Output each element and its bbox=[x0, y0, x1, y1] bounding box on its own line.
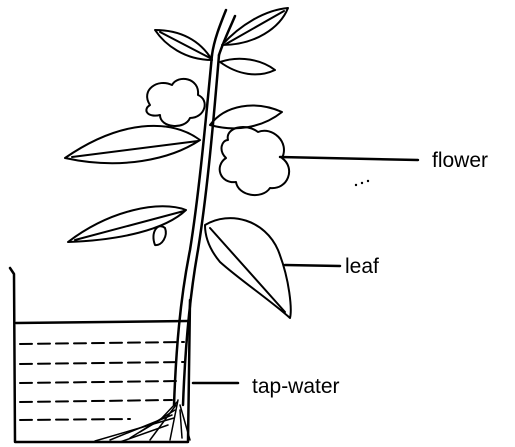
stem-left-edge bbox=[174, 55, 212, 405]
label-leaf: leaf bbox=[345, 256, 379, 277]
label-flower: flower bbox=[432, 150, 488, 171]
leaf-leader-line bbox=[285, 265, 340, 266]
water-surface bbox=[16, 321, 188, 323]
stem-top bbox=[212, 10, 235, 55]
leaf-lower-left bbox=[68, 206, 186, 242]
label-tap-water: tap-water bbox=[252, 376, 340, 397]
leaf-mid-left bbox=[65, 126, 200, 163]
leaf-top-left bbox=[155, 30, 212, 60]
leaf-right-large bbox=[205, 218, 291, 318]
water-dash-lines bbox=[20, 342, 184, 420]
flowers bbox=[146, 79, 289, 195]
leaf-bud bbox=[153, 226, 165, 245]
flower-right bbox=[220, 127, 289, 195]
leaf-top-right bbox=[222, 8, 288, 45]
leaf-right-upper bbox=[210, 106, 282, 129]
stem bbox=[174, 10, 235, 405]
flower-leader-line bbox=[280, 157, 418, 160]
roots bbox=[95, 400, 190, 442]
stray-dots bbox=[355, 180, 369, 186]
leaves bbox=[65, 8, 291, 318]
water bbox=[16, 321, 188, 420]
leaf-upper-right bbox=[220, 59, 275, 75]
leader-lines bbox=[193, 157, 418, 383]
flower-upper bbox=[146, 79, 204, 126]
